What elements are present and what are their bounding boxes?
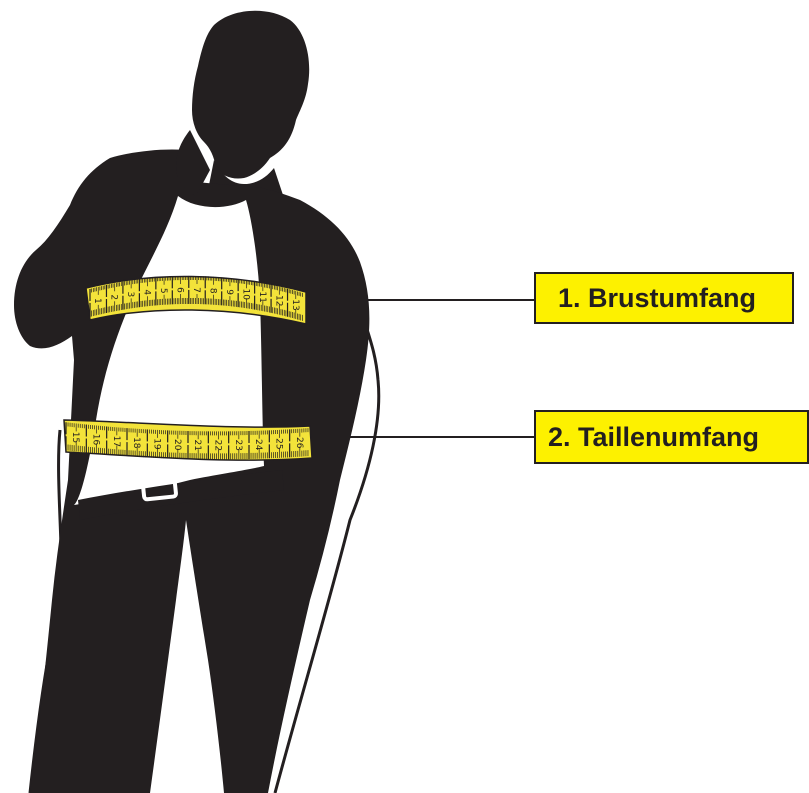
waist-tape-number: 21 xyxy=(192,439,202,450)
chest-tape-number: 6 xyxy=(175,287,185,293)
chest-label: 1. Brustumfang xyxy=(534,272,794,324)
waist-tape-number: 20 xyxy=(172,439,182,451)
chest-tape-number: 7 xyxy=(191,287,201,293)
chest-tape-number: 2 xyxy=(109,294,119,300)
chest-label-text: 1. Brustumfang xyxy=(558,283,756,314)
chest-tape-number: 11 xyxy=(257,291,267,302)
waist-tape-number: 25 xyxy=(274,438,284,449)
waist-tape-number: 24 xyxy=(253,439,263,451)
chest-tape-number: 13 xyxy=(290,299,300,310)
chest-tape-number: 10 xyxy=(240,289,250,301)
chest-tape-number: 8 xyxy=(207,288,217,294)
waist-label: 2. Taillenumfang xyxy=(534,410,809,464)
chest-tape-number: 4 xyxy=(142,289,152,295)
waist-tape-number: 22 xyxy=(213,440,223,451)
waist-tape-number: 16 xyxy=(91,434,101,446)
head xyxy=(192,11,309,179)
waist-tape-number: 18 xyxy=(131,437,141,449)
waist-tape-number: 19 xyxy=(152,438,162,450)
chest-tape-number: 9 xyxy=(224,289,234,295)
chest-tape-number: 12 xyxy=(273,295,283,306)
waist-tape-number: 17 xyxy=(111,436,121,447)
chest-tape-number: 5 xyxy=(158,288,168,294)
waist-tape-number: 15 xyxy=(70,432,80,443)
chest-tape-number: 3 xyxy=(125,292,135,298)
chest-tape-number: 1 xyxy=(92,298,102,304)
waist-tape-number: 23 xyxy=(233,439,243,450)
waist-tape-number: 26 xyxy=(294,437,304,449)
waist-label-text: 2. Taillenumfang xyxy=(548,422,759,453)
